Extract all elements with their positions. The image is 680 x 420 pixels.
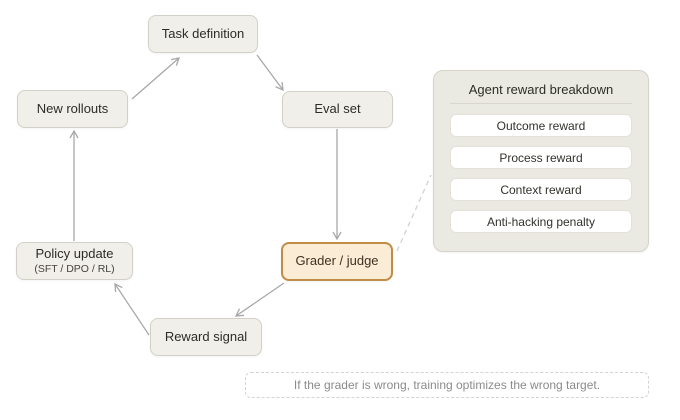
node-reward-signal-label: Reward signal	[164, 328, 248, 344]
panel-divider	[450, 103, 632, 104]
caution-note-text: If the grader is wrong, training optimiz…	[293, 378, 601, 392]
node-eval-set-label: Eval set	[314, 101, 361, 117]
node-policy-update-sublabel: (SFT / DPO / RL)	[34, 263, 115, 276]
panel-item-context-reward: Context reward	[450, 178, 632, 201]
arrow-grader-to-reward	[234, 282, 285, 317]
arrow-task-to-eval	[256, 54, 284, 92]
arrow-rollouts-to-task	[131, 57, 180, 100]
panel-title: Agent reward breakdown	[468, 82, 614, 97]
node-task-definition-label: Task definition	[161, 25, 245, 41]
dashed-connector-grader-to-panel	[396, 174, 432, 252]
reward-breakdown-panel: Agent reward breakdown Outcome reward Pr…	[433, 70, 649, 252]
node-grader-judge-label: Grader / judge	[295, 253, 379, 269]
node-policy-update-label: Policy update	[35, 245, 114, 261]
panel-item-outcome-reward: Outcome reward	[450, 114, 632, 137]
panel-item-list: Outcome reward Process reward Context re…	[434, 104, 648, 233]
panel-item-process-reward: Process reward	[450, 146, 632, 169]
node-new-rollouts: New rollouts	[17, 90, 128, 128]
panel-item-anti-hacking-penalty: Anti-hacking penalty	[450, 210, 632, 233]
node-grader-judge: Grader / judge	[281, 242, 393, 281]
node-reward-signal: Reward signal	[150, 318, 262, 356]
node-new-rollouts-label: New rollouts	[36, 100, 109, 116]
arrow-reward-to-policy	[114, 282, 150, 336]
node-task-definition: Task definition	[148, 15, 258, 53]
node-policy-update: Policy update (SFT / DPO / RL)	[16, 242, 133, 280]
caution-note: If the grader is wrong, training optimiz…	[245, 372, 649, 398]
node-eval-set: Eval set	[282, 91, 393, 128]
